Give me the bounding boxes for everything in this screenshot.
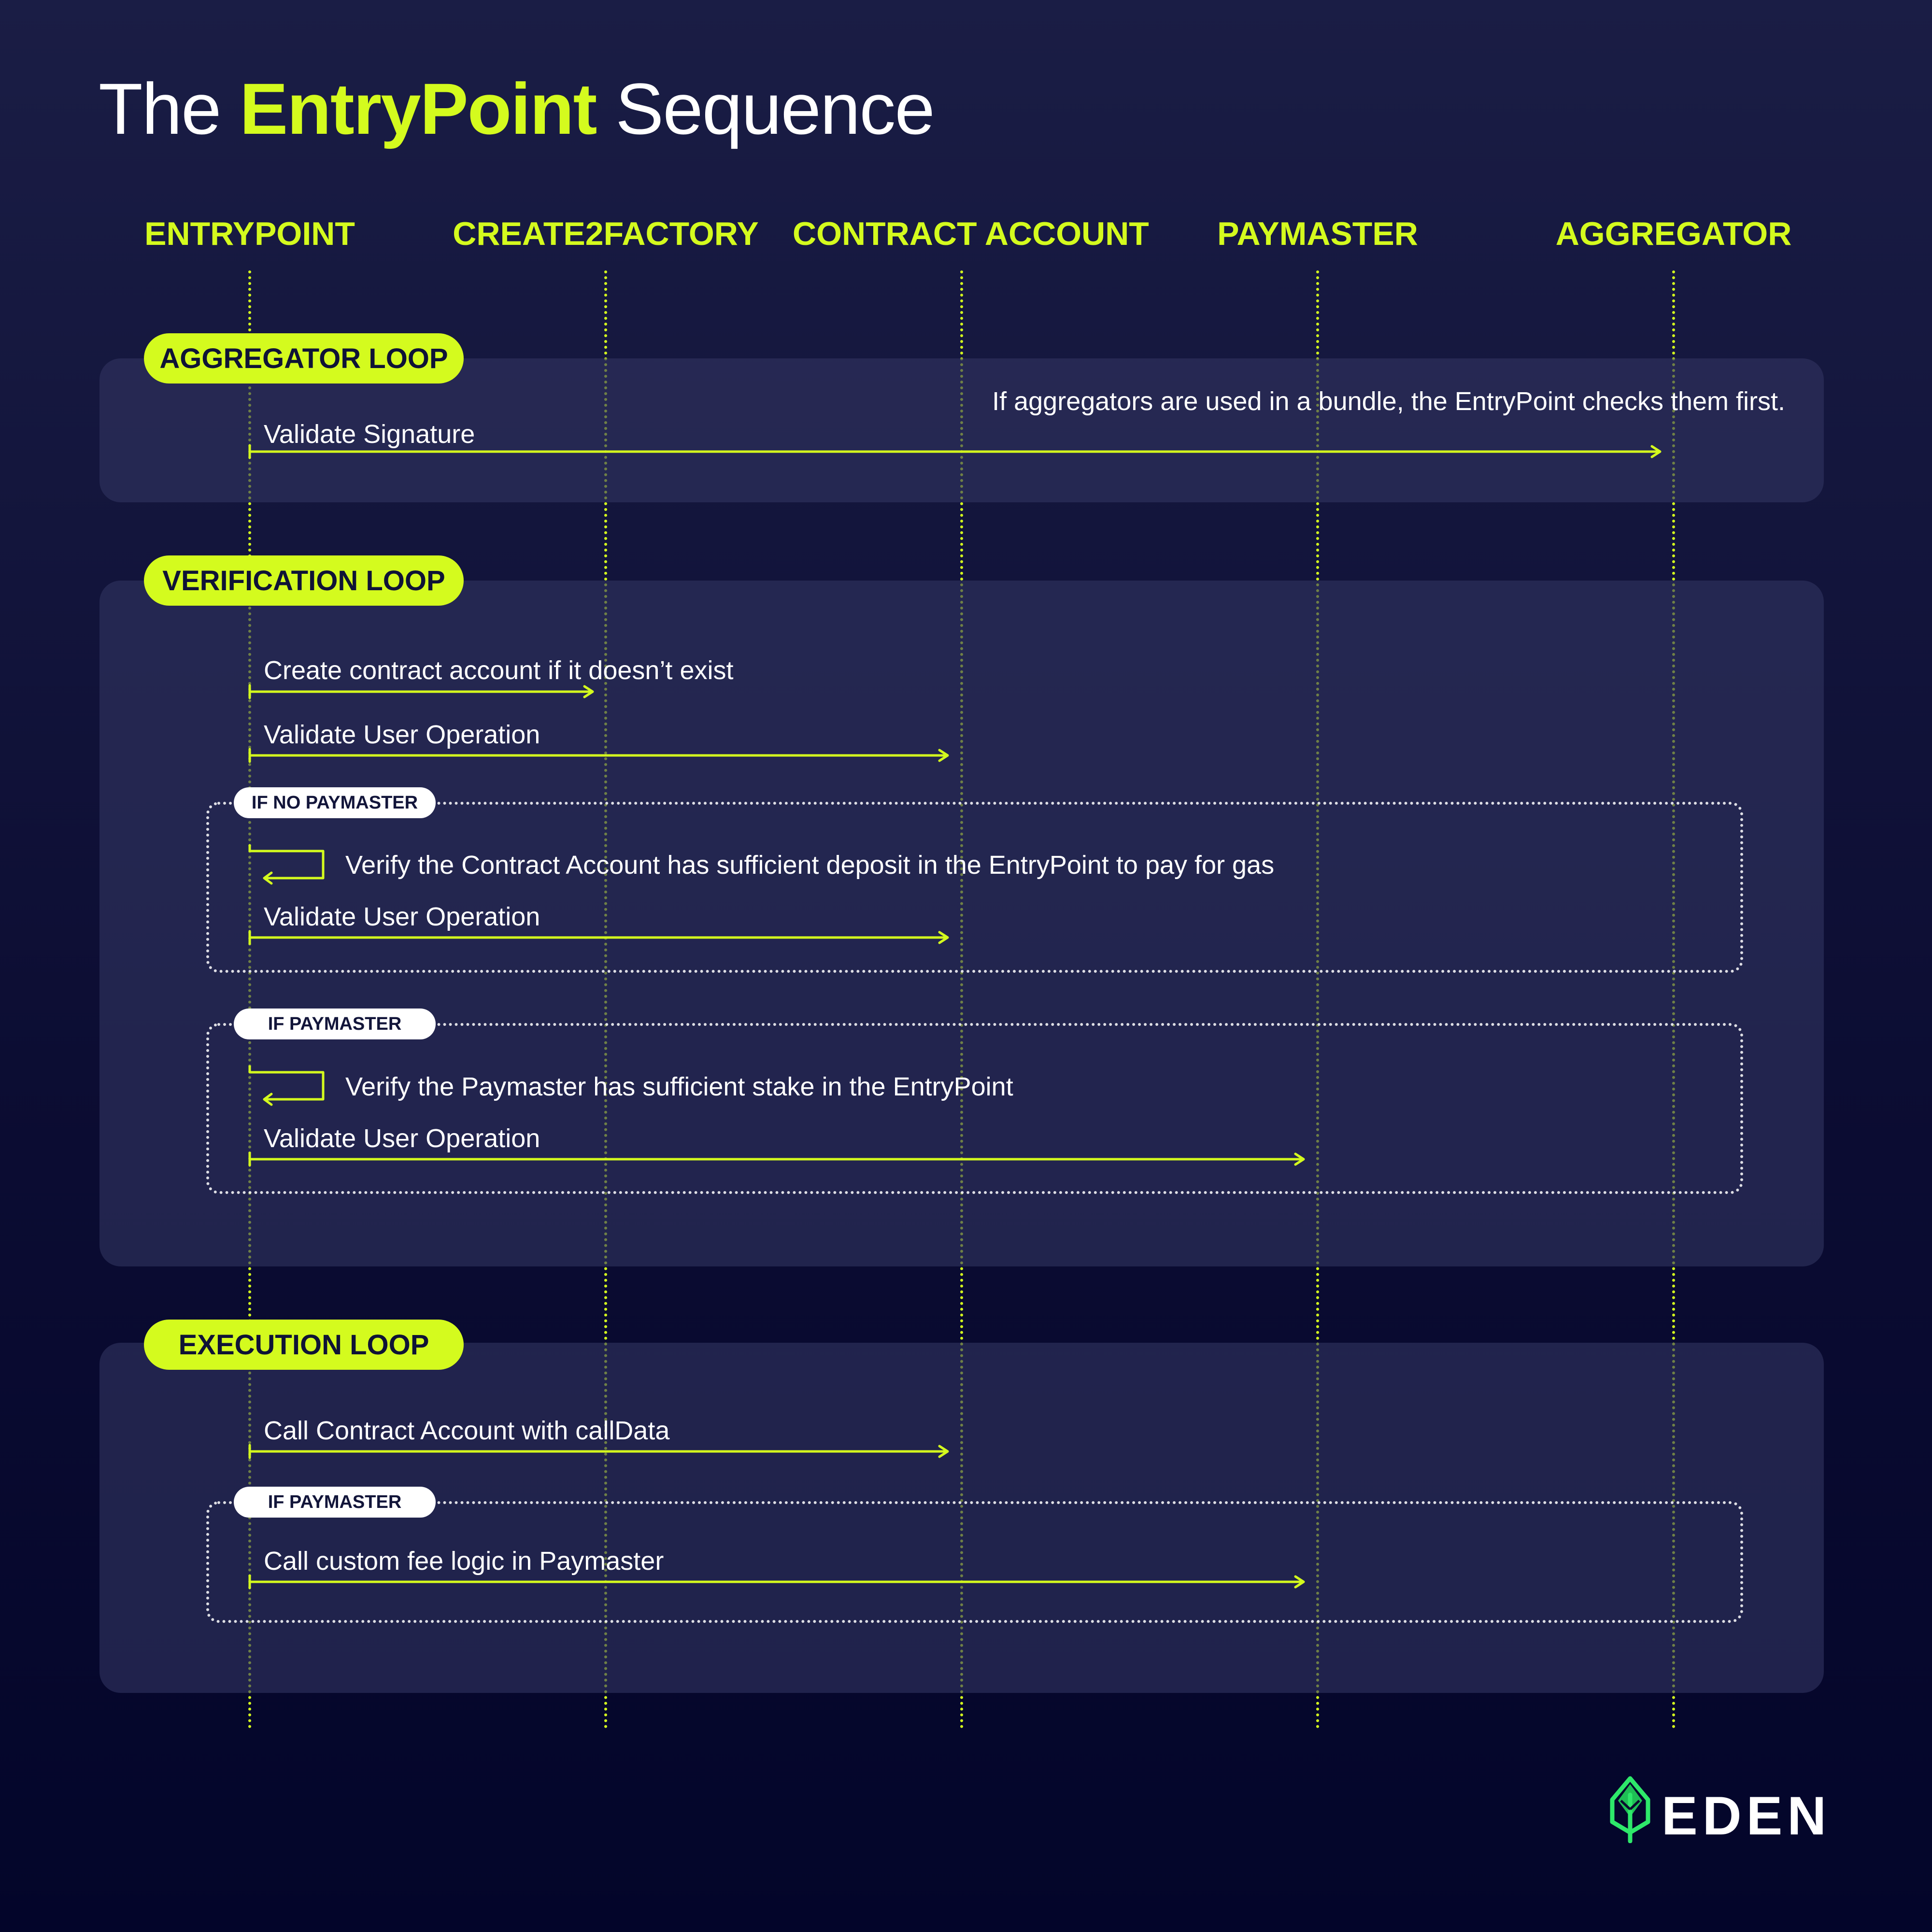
validate-signature-arrow <box>248 444 1662 459</box>
msg-verify-deposit: Verify the Contract Account has sufficie… <box>345 851 1275 880</box>
create-account-arrow <box>248 684 594 699</box>
validate-user-op-arrow-2 <box>248 930 949 945</box>
verify-stake-self-arrow <box>248 1065 325 1106</box>
execution-loop-panel <box>99 1343 1824 1693</box>
page-title: The EntryPoint Sequence <box>99 72 935 145</box>
verification-loop-panel <box>99 581 1824 1266</box>
aggregator-loop-label: AGGREGATOR LOOP <box>144 333 464 384</box>
verification-loop-label: VERIFICATION LOOP <box>144 555 464 606</box>
msg-create-account: Create contract account if it doesn’t ex… <box>264 656 734 685</box>
msg-validate-user-op-3: Validate User Operation <box>264 1124 540 1153</box>
participant-paymaster: PAYMASTER <box>1217 215 1418 252</box>
participant-contract-account: CONTRACT ACCOUNT <box>793 215 1149 252</box>
if-paymaster-frame <box>206 1023 1743 1194</box>
execution-if-paymaster-frame <box>206 1501 1743 1623</box>
msg-custom-fee-logic: Call custom fee logic in Paymaster <box>264 1547 664 1576</box>
logo-text: EDEN <box>1662 1793 1832 1839</box>
participant-create2factory: CREATE2FACTORY <box>453 215 759 252</box>
msg-validate-user-op-1: Validate User Operation <box>264 720 540 749</box>
title-prefix: The <box>99 68 240 149</box>
msg-call-contract-account: Call Contract Account with callData <box>264 1416 670 1445</box>
participant-entrypoint: ENTRYPOINT <box>144 215 355 252</box>
aggregator-note: If aggregators are used in a bundle, the… <box>992 387 1785 416</box>
leaf-icon <box>1608 1776 1652 1844</box>
custom-fee-logic-arrow <box>248 1574 1305 1590</box>
call-contract-account-arrow <box>248 1444 949 1459</box>
execution-loop-label: EXECUTION LOOP <box>144 1320 464 1370</box>
if-no-paymaster-frame <box>206 802 1743 973</box>
participant-aggregator: AGGREGATOR <box>1555 215 1792 252</box>
eden-logo: EDEN <box>1662 1793 1840 1839</box>
msg-validate-signature: Validate Signature <box>264 420 475 449</box>
title-suffix: Sequence <box>596 68 935 149</box>
if-paymaster-tag: IF PAYMASTER <box>234 1009 436 1039</box>
verify-deposit-self-arrow <box>248 844 325 885</box>
validate-user-op-arrow-3 <box>248 1151 1305 1167</box>
execution-if-paymaster-tag: IF PAYMASTER <box>234 1487 436 1518</box>
validate-user-op-arrow-1 <box>248 748 949 763</box>
msg-verify-stake: Verify the Paymaster has sufficient stak… <box>345 1072 1013 1101</box>
if-no-paymaster-tag: IF NO PAYMASTER <box>234 787 436 818</box>
msg-validate-user-op-2: Validate User Operation <box>264 902 540 931</box>
title-highlight: EntryPoint <box>240 68 597 149</box>
